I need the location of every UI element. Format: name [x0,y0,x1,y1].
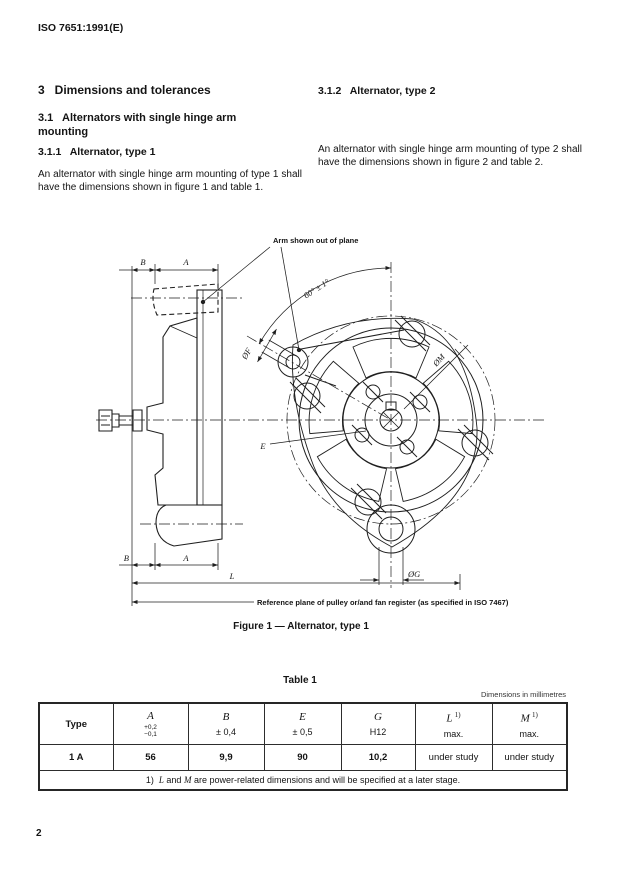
col-header-g: G H12 [340,702,416,745]
table-units-note: Dimensions in millimetres [480,690,566,699]
dim-label-b-top: B [140,257,145,267]
housing-screw [457,424,494,461]
front-bracket [146,317,198,506]
table-footnote-row: 1) L and M are power-related dimensions … [38,770,568,791]
hub-screw [351,424,373,446]
table-data-row: 1 A 56 9,9 90 10,2 under study under stu… [38,744,568,771]
housing-screw [394,315,431,352]
rear-body [196,289,223,506]
section-3-1-2-paragraph: An alternator with single hinge arm moun… [318,144,582,168]
cell-m: under study [491,744,568,771]
cover-outline [291,317,478,548]
dimensions-table: Type A +0,2−0,1 B ± 0,4 E ± 0,5 G H12 L … [38,702,568,791]
cell-b: 9,9 [187,744,265,771]
dim-label-l: L [229,571,235,581]
figure-1-drawing: B A B A L E ØG ØF ØM 60° ± 1° Arm shown … [96,236,545,607]
hub-screw [409,391,431,413]
front-view [277,315,496,554]
section-3-1-2-heading: 3.1.2 Alternator, type 2 [318,85,436,97]
col-header-l: L 1) max. [414,702,493,745]
col-header-e: E ± 0,5 [263,702,342,745]
col-header-type: Type [38,702,114,745]
dim-label-dia-g: ØG [407,569,420,579]
mounting-lug [366,504,416,554]
table-header-row: Type A +0,2−0,1 B ± 0,4 E ± 0,5 G H12 L … [38,702,568,745]
dim-label-dia-f: ØF [239,345,254,361]
dim-label-b-bottom: B [124,553,129,563]
table-title: Table 1 [283,675,317,686]
document-reference: ISO 7651:1991(E) [38,22,124,34]
cell-g: 10,2 [340,744,416,771]
side-view [98,283,223,547]
col-header-b: B ± 0,4 [187,702,265,745]
section-3-heading: 3 Dimensions and tolerances [38,83,211,97]
cell-type: 1 A [38,744,114,771]
cell-e: 90 [263,744,342,771]
shaft-bolt [98,409,143,432]
reference-plane-note: Reference plane of pulley or/and fan reg… [257,598,509,607]
col-header-a: A +0,2−0,1 [112,702,189,745]
hub-screw [362,381,384,403]
dim-label-dia-m: ØM [430,351,448,369]
hub-screw [396,436,418,458]
angle-label: 60° ± 1° [302,276,332,300]
section-3-1-1-paragraph: An alternator with single hinge arm moun… [38,169,302,193]
section-3-1-heading: 3.1 Alternators with single hinge arm mo… [38,112,240,138]
hub [342,371,440,469]
housing-screw [350,483,387,520]
centerlines [96,262,545,588]
table-footnote: 1) L and M are power-related dimensions … [38,770,568,791]
cell-l: under study [414,744,493,771]
side-lug [155,504,223,547]
page-number: 2 [36,828,42,839]
dimension-lines [119,246,469,606]
figure-caption: Figure 1 — Alternator, type 1 [233,621,369,632]
phantom-arm [152,283,219,316]
dim-label-e: E [259,441,266,451]
arm-note: Arm shown out of plane [273,236,358,245]
dim-label-a-bottom: A [182,553,189,563]
cell-a: 56 [112,744,189,771]
dim-label-a-top: A [182,257,189,267]
col-header-m: M 1) max. [491,702,568,745]
section-3-1-1-heading: 3.1.1 Alternator, type 1 [38,146,156,158]
